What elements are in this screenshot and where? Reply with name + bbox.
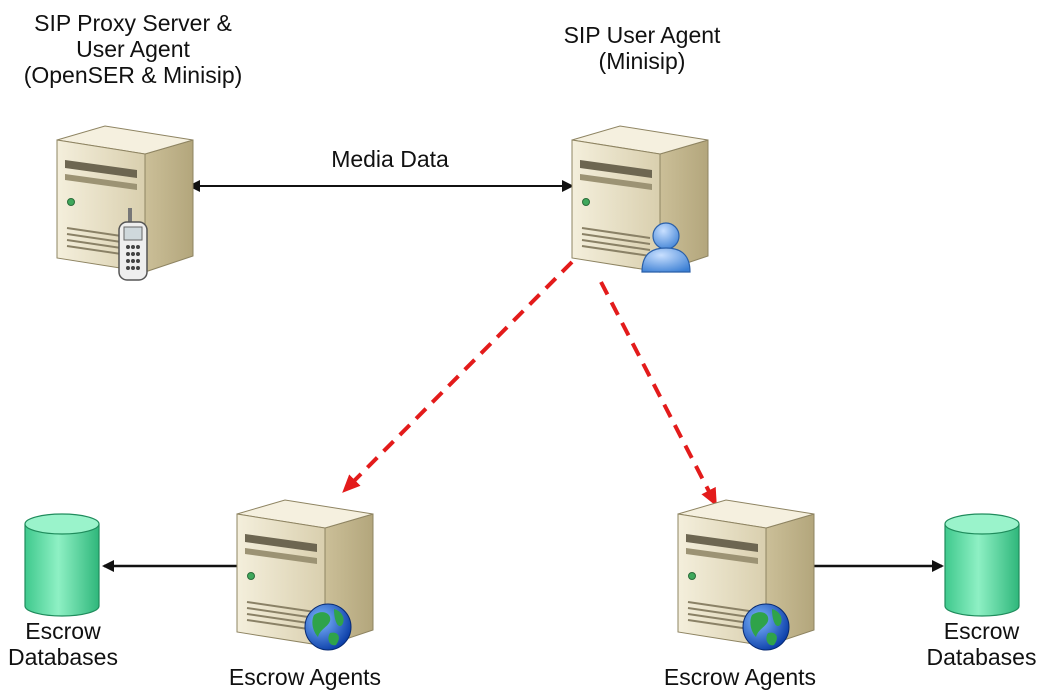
user-agent-label-line-1: SIP User Agent bbox=[563, 22, 721, 48]
database-left-icon bbox=[24, 513, 100, 617]
database-right-icon bbox=[944, 513, 1020, 617]
escrow-db-left-label: Escrow Databases bbox=[0, 618, 126, 670]
user-agent-label: SIP User Agent (Minisip) bbox=[532, 22, 752, 74]
escrow-db-left-label-line-2: Databases bbox=[8, 644, 118, 670]
escrow-db-right-label-line-1: Escrow bbox=[943, 618, 1020, 644]
server-icon bbox=[571, 125, 709, 273]
proxy-server-label-line-1: SIP Proxy Server & bbox=[34, 10, 232, 36]
proxy-server-label-line-3: (OpenSER & Minisip) bbox=[23, 62, 243, 88]
edge-user-agent-to-escrow-right bbox=[599, 281, 717, 507]
escrow-db-right-label-line-2: Databases bbox=[926, 644, 1037, 670]
escrow-agent-right-label: Escrow Agents bbox=[640, 664, 840, 690]
proxy-server-label-line-2: User Agent bbox=[76, 36, 190, 62]
edges bbox=[102, 180, 944, 572]
escrow-agent-left-node bbox=[236, 499, 374, 651]
escrow-agent-right-label-line-1: Escrow Agents bbox=[663, 664, 817, 690]
escrow-agent-left-label: Escrow Agents bbox=[205, 664, 405, 690]
escrow-agent-left-label-line-1: Escrow Agents bbox=[228, 664, 382, 690]
user-icon bbox=[641, 222, 691, 273]
escrow-db-left-label-line-1: Escrow bbox=[25, 618, 101, 644]
mobile-phone-icon bbox=[118, 208, 148, 281]
proxy-server-node bbox=[56, 125, 194, 281]
globe-icon bbox=[304, 603, 352, 651]
edge-user-agent-to-escrow-left bbox=[342, 260, 574, 493]
user-agent-node bbox=[571, 125, 709, 273]
escrow-agent-right-node bbox=[677, 499, 815, 651]
proxy-server-label: SIP Proxy Server & User Agent (OpenSER &… bbox=[0, 10, 266, 88]
globe-icon bbox=[742, 603, 790, 651]
media-data-label: Media Data bbox=[331, 146, 449, 172]
user-agent-label-line-2: (Minisip) bbox=[598, 48, 686, 74]
escrow-db-right-label: Escrow Databases bbox=[920, 618, 1043, 670]
